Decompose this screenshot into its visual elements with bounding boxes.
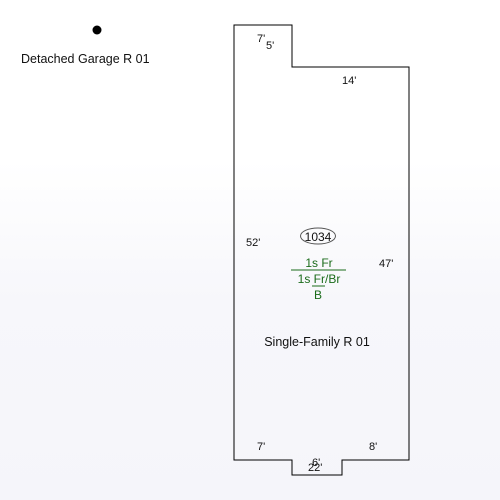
floor-code-lower: B xyxy=(314,288,322,302)
outbuilding-label[interactable]: Detached Garage R 01 xyxy=(21,52,150,66)
dim-bottom-right: 8' xyxy=(369,441,377,453)
outbuilding-marker[interactable] xyxy=(92,25,102,35)
area-value: 1034 xyxy=(305,230,332,244)
floor-code-upper: 1s Fr xyxy=(305,256,332,270)
dim-top-notch-drop: 5' xyxy=(266,40,274,52)
dim-top-left-width: 7' xyxy=(257,33,265,45)
main-structure-outline[interactable] xyxy=(233,24,410,476)
dim-right-side: 47' xyxy=(379,258,393,270)
dim-bottom-width: 22' xyxy=(308,462,322,474)
dim-top-right-width: 14' xyxy=(342,75,356,87)
main-structure-label[interactable]: Single-Family R 01 xyxy=(264,335,370,349)
dim-left-side: 52' xyxy=(246,237,260,249)
dim-bottom-notch-depth: 6' xyxy=(312,457,320,469)
floor-code-middle: 1s Fr/Br xyxy=(298,272,341,286)
dim-bottom-left: 7' xyxy=(257,441,265,453)
area-callout-ellipse[interactable] xyxy=(300,227,336,245)
